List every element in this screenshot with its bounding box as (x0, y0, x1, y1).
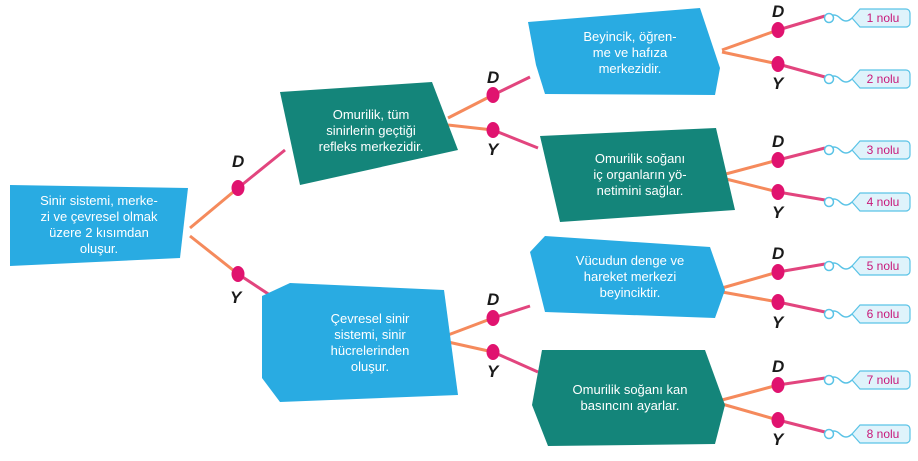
connector-line (777, 62, 826, 79)
outcome-bubbles (823, 8, 911, 444)
outcome-bubble (851, 256, 911, 276)
connector-line (777, 300, 826, 314)
bubble-head (823, 196, 835, 208)
branch-label: D (772, 357, 785, 376)
outcome-bubble (851, 69, 911, 89)
box-cevresel (262, 283, 458, 402)
outcome-bubble (851, 192, 911, 212)
outcome-bubble (851, 304, 911, 324)
branch-label: Y (772, 430, 784, 449)
outcome-label: 7 nolu (866, 373, 900, 387)
connector-line (492, 75, 531, 97)
branch-dot (771, 184, 785, 200)
outcome-bubble (851, 424, 911, 444)
beyincik-text: Beyincik, öğren- me ve hafıza merkezidir… (583, 29, 677, 76)
connector-line (721, 290, 779, 304)
branch-dot (231, 266, 245, 282)
branch-label: D (232, 152, 245, 171)
connector-line (721, 176, 779, 194)
connector-line (721, 158, 779, 177)
outcome-label: 4 nolu (866, 195, 900, 209)
branch-dot (771, 56, 785, 72)
outcome-bubble (851, 370, 911, 390)
connector-lines (189, 14, 826, 434)
connector-line (447, 123, 494, 132)
branch-label: Y (230, 288, 242, 307)
branch-label: D (772, 244, 785, 263)
branch-label: Y (487, 362, 499, 381)
bubble-head (823, 260, 835, 272)
branch-label: Y (487, 140, 499, 159)
outcome-label: 3 nolu (866, 143, 900, 157)
branch-label: D (487, 68, 500, 87)
connector-line (721, 50, 779, 66)
connector-line (777, 418, 826, 434)
connector-line (777, 376, 826, 387)
connector-line (721, 28, 779, 52)
connector-line (189, 234, 239, 276)
connector-line (447, 340, 494, 354)
branch-dot (771, 152, 785, 168)
branch-dot (486, 122, 500, 138)
branch-label: Y (772, 74, 784, 93)
denge-text: Vücudun denge ve hareket merkezi beyinci… (575, 253, 685, 300)
branch-dot (771, 294, 785, 310)
branch-label: D (772, 2, 785, 21)
branch-dot (486, 87, 500, 103)
connector-line (721, 270, 779, 290)
connector-line (447, 93, 494, 120)
kan-basinci-text: Omurilik soğanı kan basıncını ayarlar. (572, 382, 688, 413)
bubble-head (823, 12, 835, 24)
connector-line (447, 316, 494, 337)
box-kan-basinci (532, 350, 725, 446)
branch-dot (771, 264, 785, 280)
branch-dots (231, 22, 785, 428)
connector-line (777, 190, 826, 202)
connector-line (492, 128, 539, 150)
bubble-head (823, 308, 835, 320)
bubble-head (823, 73, 835, 85)
connector-line (777, 14, 826, 32)
root-text: Sinir sistemi, merke- zi ve çevresel olm… (40, 193, 158, 256)
branch-dot (771, 377, 785, 393)
cevresel-text: Çevresel sinir sistemi, sinir hücrelerin… (330, 311, 410, 374)
connector-line (777, 262, 826, 274)
outcome-bubble (851, 140, 911, 160)
outcome-bubble (851, 8, 911, 28)
branch-label: Y (772, 203, 784, 222)
connector-line (721, 402, 779, 422)
connector-line (492, 350, 539, 374)
branch-dot (486, 344, 500, 360)
branch-dot (771, 22, 785, 38)
omurilik-sogani-organ-text: Omurilik soğanı iç organların yö- netimi… (593, 151, 687, 198)
connector-line (237, 148, 286, 190)
omurilik-text: Omurilik, tüm sinirlerin geçtiği refleks… (318, 107, 424, 154)
box-denge (530, 236, 725, 318)
box-beyincik-ogrenme (528, 8, 720, 95)
bubble-head (823, 144, 835, 156)
outcome-label: 6 nolu (866, 307, 900, 321)
box-omurilik-soganı-organ (540, 128, 735, 222)
outcome-label: 5 nolu (866, 259, 900, 273)
branch-label: D (772, 132, 785, 151)
connector-line (777, 146, 826, 162)
branch-label: Y (772, 313, 784, 332)
branch-dot (486, 310, 500, 326)
branch-label: D (487, 290, 500, 309)
outcome-label: 8 nolu (866, 427, 900, 441)
bubble-head (823, 374, 835, 386)
outcome-label: 1 nolu (866, 11, 900, 25)
root-box (10, 185, 188, 266)
connector-line (189, 186, 239, 230)
branch-dot (771, 412, 785, 428)
bubble-head (823, 428, 835, 440)
connector-line (721, 383, 779, 402)
outcome-label: 2 nolu (866, 72, 900, 86)
box-omurilik (280, 82, 458, 185)
branch-dot (231, 180, 245, 196)
